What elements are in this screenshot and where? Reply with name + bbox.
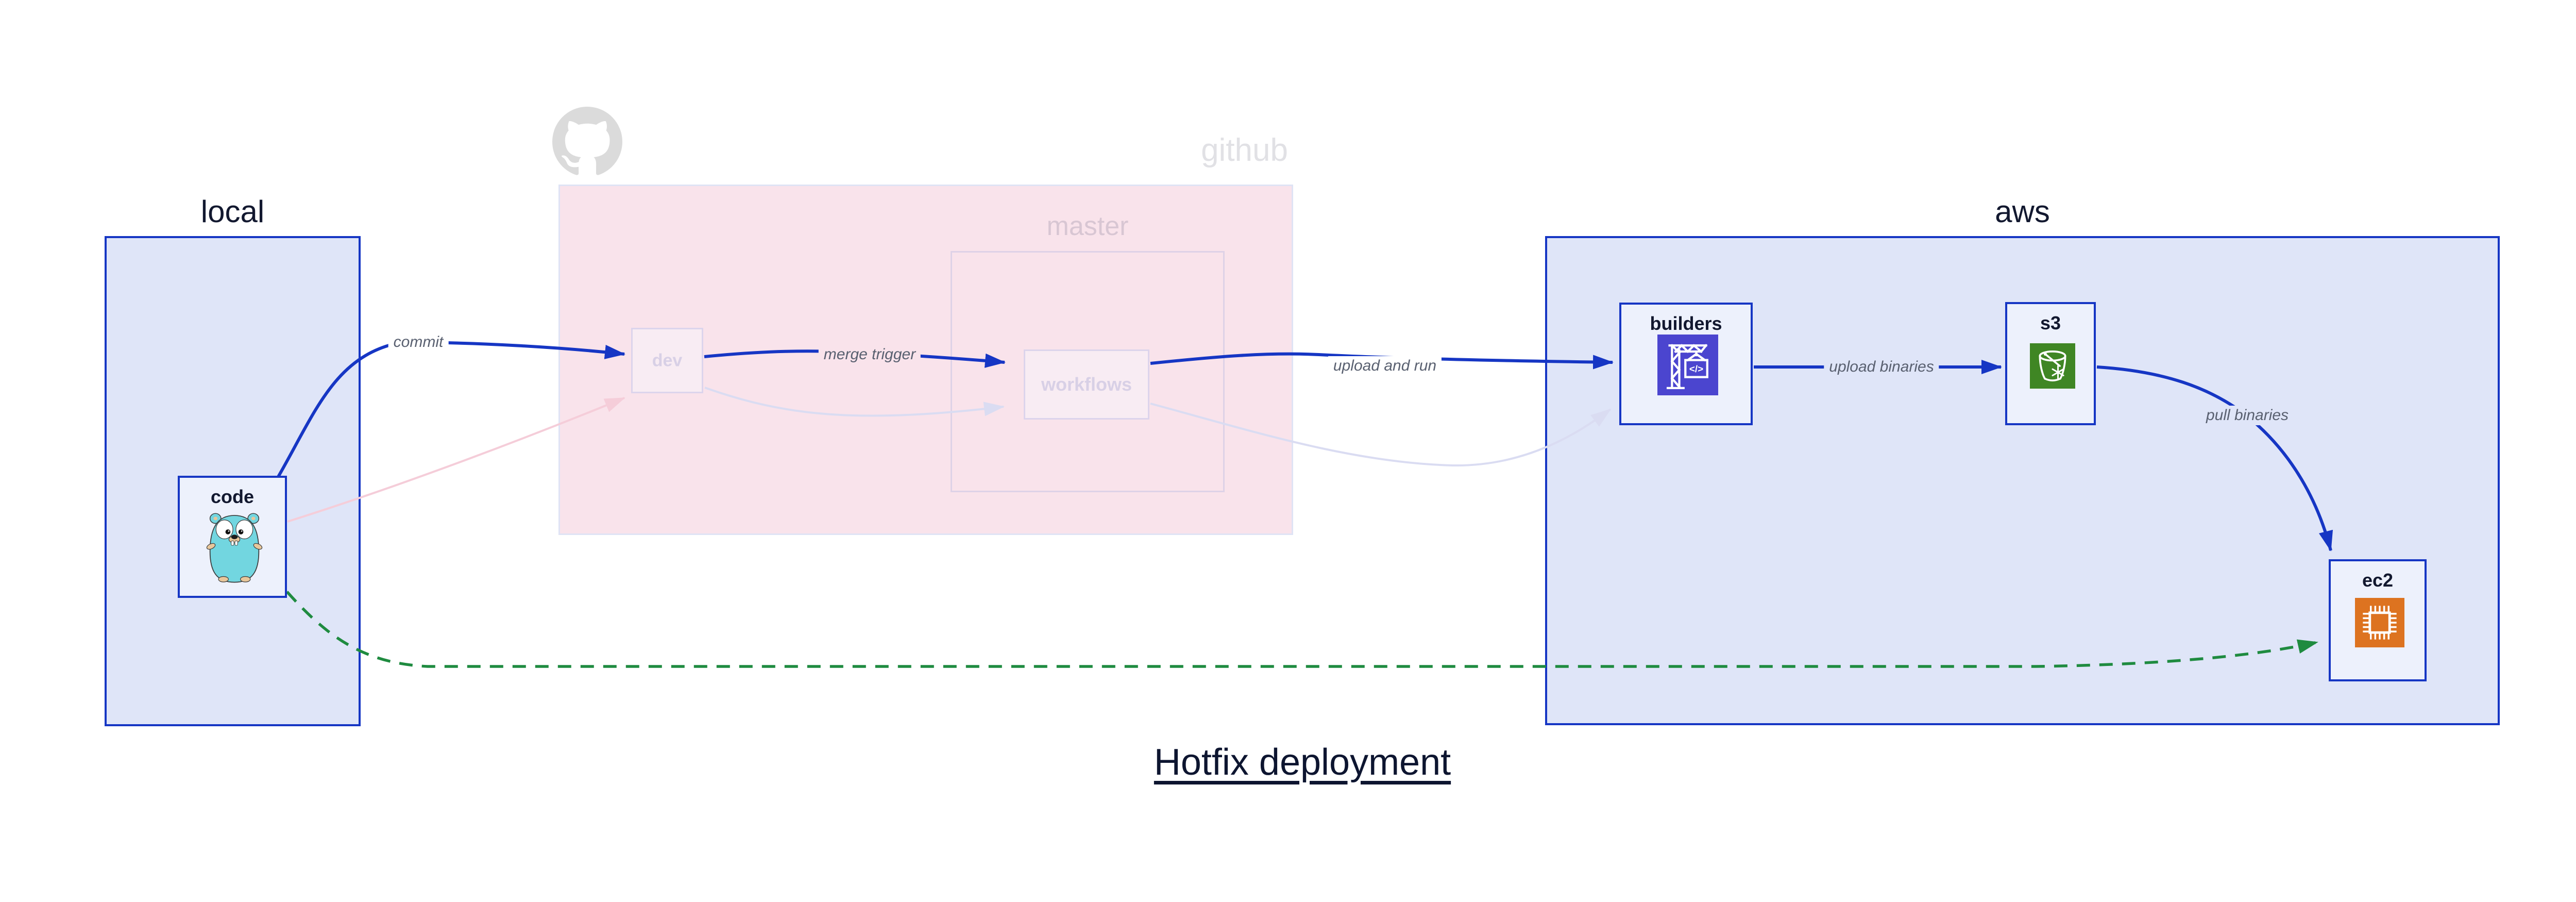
edge-label-commit: commit (388, 332, 449, 352)
node-code-label: code (210, 486, 255, 507)
node-builders-label: builders (1650, 313, 1722, 334)
node-workflows-label: workflows (1041, 374, 1132, 395)
node-dev: dev (631, 328, 703, 393)
node-dev-label: dev (652, 350, 683, 370)
node-s3-label: s3 (2040, 312, 2061, 333)
node-workflows: workflows (1024, 349, 1149, 420)
go-gopher-icon (206, 513, 263, 583)
github-octocat-icon (552, 107, 622, 175)
edge-label-upload-and-run: upload and run (1328, 356, 1442, 376)
aws-codebuild-icon: </> (1657, 335, 1718, 395)
node-s3: s3 (2005, 302, 2096, 425)
node-ec2-label: ec2 (2362, 570, 2394, 591)
aws-s3-glacier-icon (2030, 343, 2075, 389)
node-ec2: ec2 (2329, 559, 2427, 681)
svg-text:</>: </> (1689, 363, 1703, 374)
cluster-master (951, 251, 1225, 492)
cluster-label-github: github (1201, 132, 1288, 168)
cluster-label-local: local (200, 194, 265, 229)
cluster-label-aws: aws (1995, 194, 2050, 229)
aws-ec2-icon (2355, 598, 2404, 647)
cluster-label-master: master (1046, 211, 1129, 241)
diagram-title: Hotfix deployment (1154, 742, 1451, 783)
node-code: code (178, 476, 287, 598)
edge-label-merge-trigger: merge trigger (818, 345, 921, 364)
edge-label-upload-binaries: upload binaries (1824, 357, 1939, 377)
edge-label-pull-binaries: pull binaries (2200, 406, 2294, 425)
node-builders: builders </> (1619, 303, 1753, 425)
